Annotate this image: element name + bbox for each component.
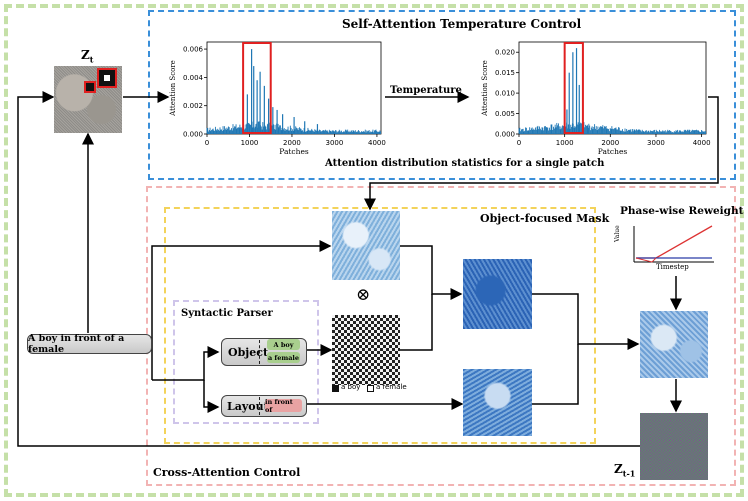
y-tick-label: 0.010 — [495, 90, 515, 98]
layout-attention-map — [463, 369, 532, 436]
attention-chart-after: 0.000 0.005 0.010 0.015 0.020 0 1000 2000 3000 40… — [481, 41, 711, 156]
tag-a-boy: A boy — [267, 339, 300, 350]
y-tick-label: 0.000 — [495, 131, 515, 139]
object-focused-title: Object-focused Mask — [480, 212, 610, 225]
y-tick-label: 0.006 — [183, 46, 204, 54]
x-tick-label: 2000 — [601, 139, 619, 147]
self-attention-title: Self-Attention Temperature Control — [342, 17, 582, 31]
prompt-box: A boy in front of a female — [27, 333, 152, 355]
cross-attention-map — [332, 211, 400, 280]
phase-wise-title: Phase-wise Reweight — [620, 205, 744, 217]
y-axis-label: Attention Score — [169, 60, 177, 117]
line-prompt-branch — [151, 240, 332, 344]
x-tick-label: 0 — [205, 139, 209, 147]
x-tick-label: 0 — [517, 139, 521, 147]
multiply-symbol: ⊗ — [356, 285, 371, 305]
highlight-region — [242, 42, 272, 134]
patch-highlight-small — [84, 81, 96, 93]
reweight-red-line — [636, 225, 713, 259]
final-attention-map — [640, 311, 708, 378]
outer-frame — [4, 4, 744, 497]
y-tick-label: 0.004 — [183, 74, 204, 82]
x-tick-label: 3000 — [647, 139, 665, 147]
x-axis-label: Patches — [279, 147, 309, 156]
x-tick-label: 4000 — [693, 139, 711, 147]
x-axis-label: Patches — [598, 147, 628, 156]
self-attention-caption: Attention distribution statistics for a … — [325, 158, 605, 169]
y-axis-label: Attention Score — [481, 60, 489, 117]
legend-female-swatch — [367, 385, 374, 392]
self-attention-box — [148, 10, 736, 180]
syntactic-parser-box — [173, 300, 319, 424]
phase-wise-xlabel: Timestep — [656, 263, 689, 271]
arrow-chart-to-attention — [364, 96, 719, 211]
zt-label: Zt — [81, 48, 94, 65]
tag-a-female: a female — [267, 352, 300, 363]
syntactic-parser-title: Syntactic Parser — [181, 308, 273, 319]
legend-boy-swatch — [332, 385, 339, 392]
layout-label: Layout — [227, 399, 269, 413]
y-tick-label: 0.000 — [183, 131, 203, 139]
y-tick-label: 0.015 — [495, 69, 515, 77]
plot-frame — [518, 41, 707, 135]
x-tick-label: 2000 — [283, 139, 301, 147]
tag-in-front-of: in front of — [265, 398, 302, 414]
y-tick-label: 0.005 — [495, 110, 515, 118]
x-tick-label: 1000 — [241, 139, 259, 147]
object-label: Object — [228, 345, 269, 359]
object-focused-box — [164, 207, 596, 444]
binary-mask — [332, 315, 400, 385]
zt1-label: Zt-1 — [614, 462, 636, 479]
loop-line — [17, 91, 640, 447]
zt1-noisy-image — [640, 413, 708, 480]
x-tick-label: 1000 — [556, 139, 574, 147]
cross-attention-title: Cross-Attention Control — [153, 466, 301, 479]
highlight-region — [563, 42, 584, 134]
attention-chart-before: 0.000 0.002 0.004 0.006 0 1000 2000 3000 4000Pat… — [169, 41, 386, 156]
legend-female-text: a female — [376, 383, 407, 391]
patch-highlight-large — [97, 68, 117, 88]
y-tick-label: 0.020 — [495, 49, 515, 57]
temperature-label: Temperature — [390, 85, 462, 96]
zt-noisy-image — [54, 66, 122, 133]
x-tick-label: 4000 — [368, 139, 386, 147]
masked-attention-map — [463, 259, 532, 329]
x-tick-label: 3000 — [326, 139, 344, 147]
phase-wise-ylabel: Value — [614, 225, 621, 242]
phase-wise-plot — [633, 225, 714, 263]
y-tick-label: 0.002 — [183, 102, 203, 110]
object-box: Object — [221, 338, 307, 366]
legend-boy-text: a boy — [341, 383, 361, 391]
